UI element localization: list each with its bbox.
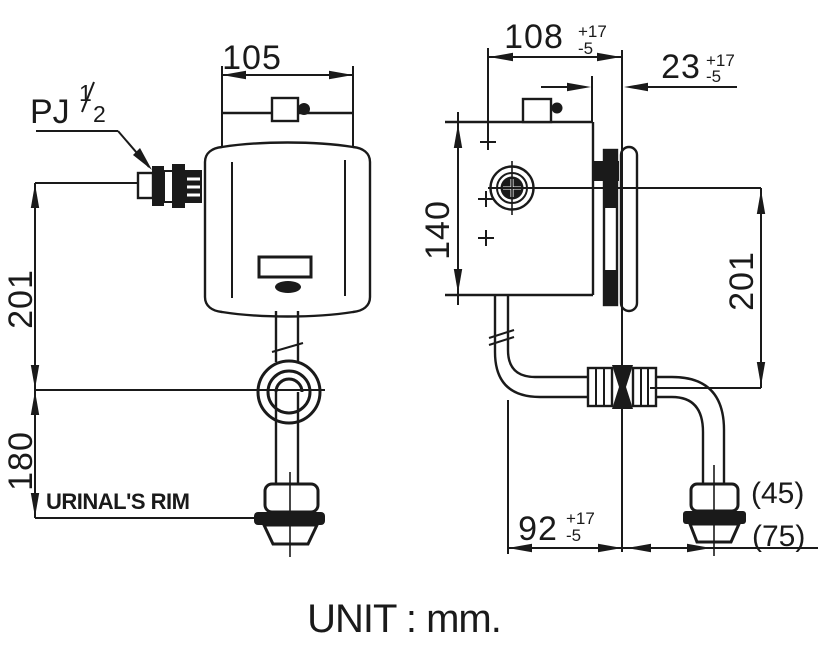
pj-label: PJ [30,93,70,131]
dimension-body-height-140: 140 [419,112,463,305]
dim-23-tol-plus: +17 [706,51,735,70]
sensor-window [257,255,313,279]
pipe-break-mark [488,329,515,339]
dim-108-tol-minus: -5 [578,39,593,58]
dimension-depth-108: 108 +17 -5 [487,18,622,150]
fitting-knob-side [551,102,563,114]
dimension-wall-clearance-23: 23 +17 -5 [541,48,737,122]
dim-23-tol-minus: -5 [706,67,721,86]
pj-fraction-denominator: 2 [93,101,106,127]
dim-201-right-label: 201 [723,251,761,311]
dim-140-label: 140 [419,200,457,260]
unit-note: UNIT : mm. [307,597,501,641]
upper-housing [222,96,353,123]
dimension-left-chain: 201 180 URINAL'S RIM [2,182,325,519]
dim-108-tol-plus: +17 [578,22,607,41]
arrowhead [222,70,246,80]
ref-75-label: (75) [752,520,805,553]
spreader-side [683,465,746,556]
inlet-fitting [136,164,202,208]
dim-92-label: 92 [518,510,558,548]
spreader-front [254,472,325,557]
valve-body-front [203,141,372,318]
wall-union-fitting [586,365,658,409]
mounting-hole-marks [478,141,496,246]
front-view: 105 PJ 1 [2,39,372,557]
arrowhead [329,70,353,80]
dimension-width-105: 105 [221,39,354,150]
dim-105-label: 105 [222,39,282,77]
stop-valve-fitting [521,97,553,124]
dim-92-tol-plus: +17 [566,509,595,528]
inlet-thread-callout: PJ 1 2 [30,80,152,170]
pipe-break-mark [271,342,304,353]
dim-23-label: 23 [661,48,701,86]
dim-180-label: 180 [2,431,40,491]
dim-108-label: 108 [504,18,564,56]
dim-92-tol-minus: -5 [566,526,581,545]
urinals-rim-label: URINAL'S RIM [46,489,189,514]
side-view: 108 +17 -5 23 +17 -5 140 [419,18,818,556]
leader-arrowhead [133,148,152,170]
dim-201-left-label: 201 [2,269,40,329]
wall-mounting-plate [593,145,639,313]
dimension-drop-201: 201 [488,187,766,389]
outlet-pipe [488,295,746,556]
flush-pipe-front [35,311,325,557]
ref-45-label: (45) [751,477,804,510]
dimension-bottom-chain: 92 +17 -5 (45) (75) [507,400,818,554]
vacuum-breaker-fitting [270,96,300,123]
sensor-eye [275,281,301,293]
valve-body-side [445,97,595,297]
pj-fraction-numerator: 1 [79,80,92,106]
fitting-knob [298,103,310,115]
